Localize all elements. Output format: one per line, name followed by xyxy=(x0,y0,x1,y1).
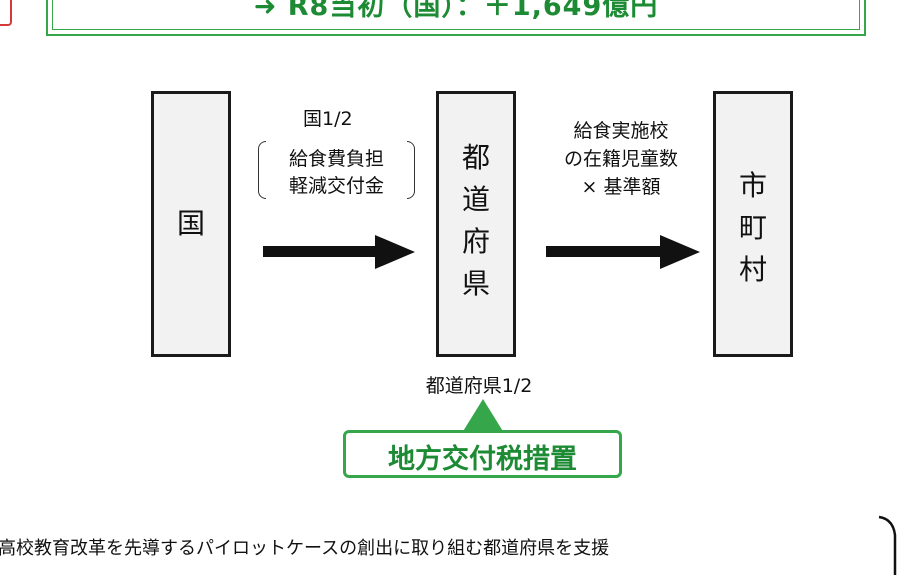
box-todofuken-char: 県 xyxy=(461,267,490,300)
box-shichoson-char: 村 xyxy=(738,253,767,286)
arrow-todofuken-to-shichoson xyxy=(546,235,700,269)
pref-share-label: 都道府県1/2 xyxy=(425,375,533,397)
box-todofuken: 都 道 府 県 xyxy=(436,91,516,357)
box-kuni-label: 国 xyxy=(176,207,205,240)
grant-line-2: 軽減交付金 xyxy=(288,175,384,197)
box-todofuken-char: 府 xyxy=(461,225,490,258)
box-shichoson: 市 町 村 xyxy=(713,91,793,357)
basis-line-1: 給食実施校 xyxy=(573,120,669,142)
arrow-kuni-to-todofuken xyxy=(263,235,415,269)
basis-line-2: の在籍児童数 xyxy=(563,148,678,170)
corner-bracket xyxy=(878,515,897,575)
tax-measure-box: 地方交付税措置 xyxy=(343,430,622,478)
tax-measure-label: 地方交付税措置 xyxy=(388,444,577,475)
pointer-triangle xyxy=(462,399,504,433)
footer-text: 高校教育改革を先導するパイロットケースの創出に取り組む都道府県を支援 xyxy=(0,538,610,559)
box-shichoson-char: 市 xyxy=(738,169,767,202)
banner-inner-frame xyxy=(52,0,860,30)
box-todofuken-char: 都 xyxy=(461,141,490,174)
box-kuni: 国 xyxy=(151,91,231,357)
banner-text: ➜ R8当初（国）：＋1,649億円 xyxy=(253,0,659,22)
grant-bracket: 給食費負担 軽減交付金 xyxy=(258,141,415,199)
budget-banner: ➜ R8当初（国）：＋1,649億円 xyxy=(46,0,866,36)
kuni-share-label: 国1/2 xyxy=(303,108,353,130)
grant-line-1: 給食費負担 xyxy=(288,148,384,170)
box-shichoson-char: 町 xyxy=(738,211,767,244)
basis-line-3: × 基準額 xyxy=(581,176,661,198)
left-partial-box xyxy=(0,0,12,26)
box-todofuken-char: 道 xyxy=(461,183,490,216)
